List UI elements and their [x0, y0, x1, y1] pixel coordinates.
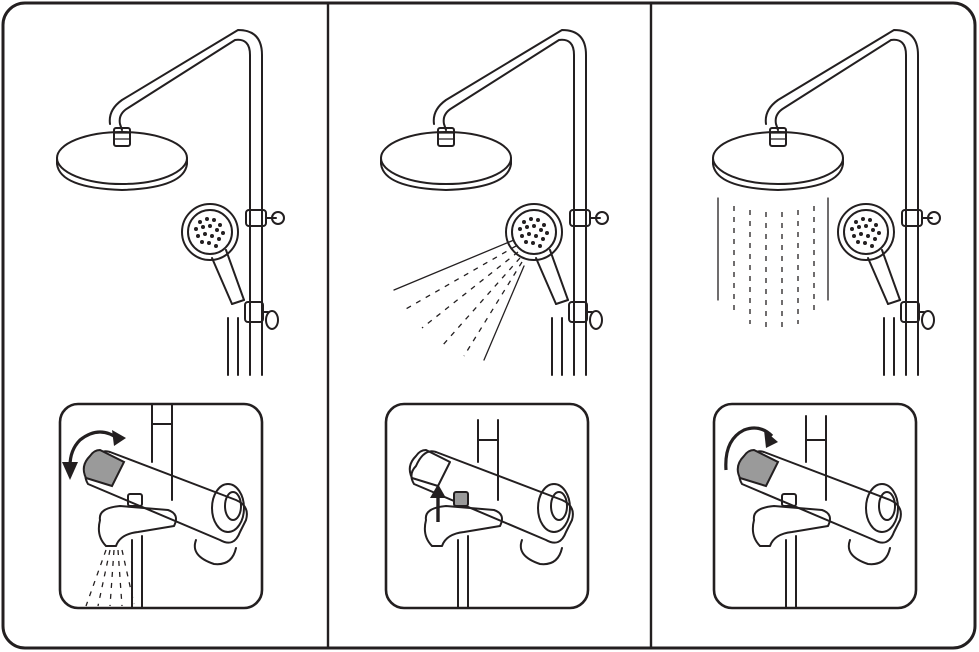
mixer-inset-2 [386, 404, 588, 608]
diverter-button [454, 492, 468, 506]
mixer-inset-3 [714, 404, 916, 608]
